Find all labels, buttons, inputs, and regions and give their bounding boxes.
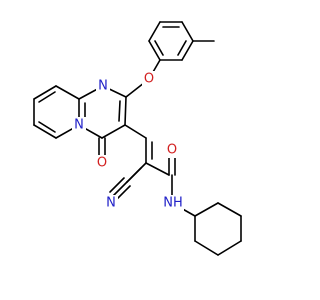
atom-nh-amide: NH (163, 196, 183, 211)
atom-label-ketone-oxygen: O (95, 155, 109, 171)
bond (38, 121, 56, 133)
atom-label-ether-oxygen: O (142, 71, 156, 87)
bond (38, 91, 56, 103)
bond (217, 240, 242, 256)
atom-o-ketone: O (97, 156, 107, 171)
bond (101, 124, 126, 139)
atom-n-ring: N (98, 79, 108, 94)
bond (126, 167, 142, 183)
bond-layer (33, 21, 242, 256)
atom-label-amide-oxygen: O (165, 142, 179, 158)
bond (55, 85, 80, 100)
bond (124, 96, 127, 126)
bond (181, 40, 194, 61)
bond (109, 177, 125, 193)
bond (148, 21, 161, 42)
bond (112, 181, 128, 197)
atom-label-amide-nh: NH (162, 195, 184, 211)
structure-canvas: N N O O O NH N (33, 21, 242, 256)
atom-n-bridgehead: N (74, 118, 84, 133)
bond (145, 162, 170, 176)
bond (177, 40, 187, 56)
molecule-structure: N N O O O NH N (33, 21, 242, 256)
bond (118, 100, 121, 122)
atom-o-amide: O (167, 143, 177, 158)
bond (33, 124, 57, 139)
bond (154, 40, 164, 56)
atom-label-bridgehead-nitrogen: N (72, 117, 86, 133)
bond (194, 202, 219, 217)
bond (181, 21, 194, 42)
atom-label-ring-nitrogen: N (96, 78, 110, 94)
atom-n-nitrile: N (106, 196, 116, 211)
bond (148, 40, 161, 61)
bond (124, 124, 147, 139)
atom-o-ether: O (144, 72, 154, 87)
bond (33, 85, 57, 100)
bond (115, 185, 131, 201)
atom-label-nitrile-nitrogen: N (104, 195, 118, 211)
bond (217, 202, 242, 217)
atom-label-layer: N N O O O NH N (72, 71, 184, 211)
bond (194, 240, 219, 256)
